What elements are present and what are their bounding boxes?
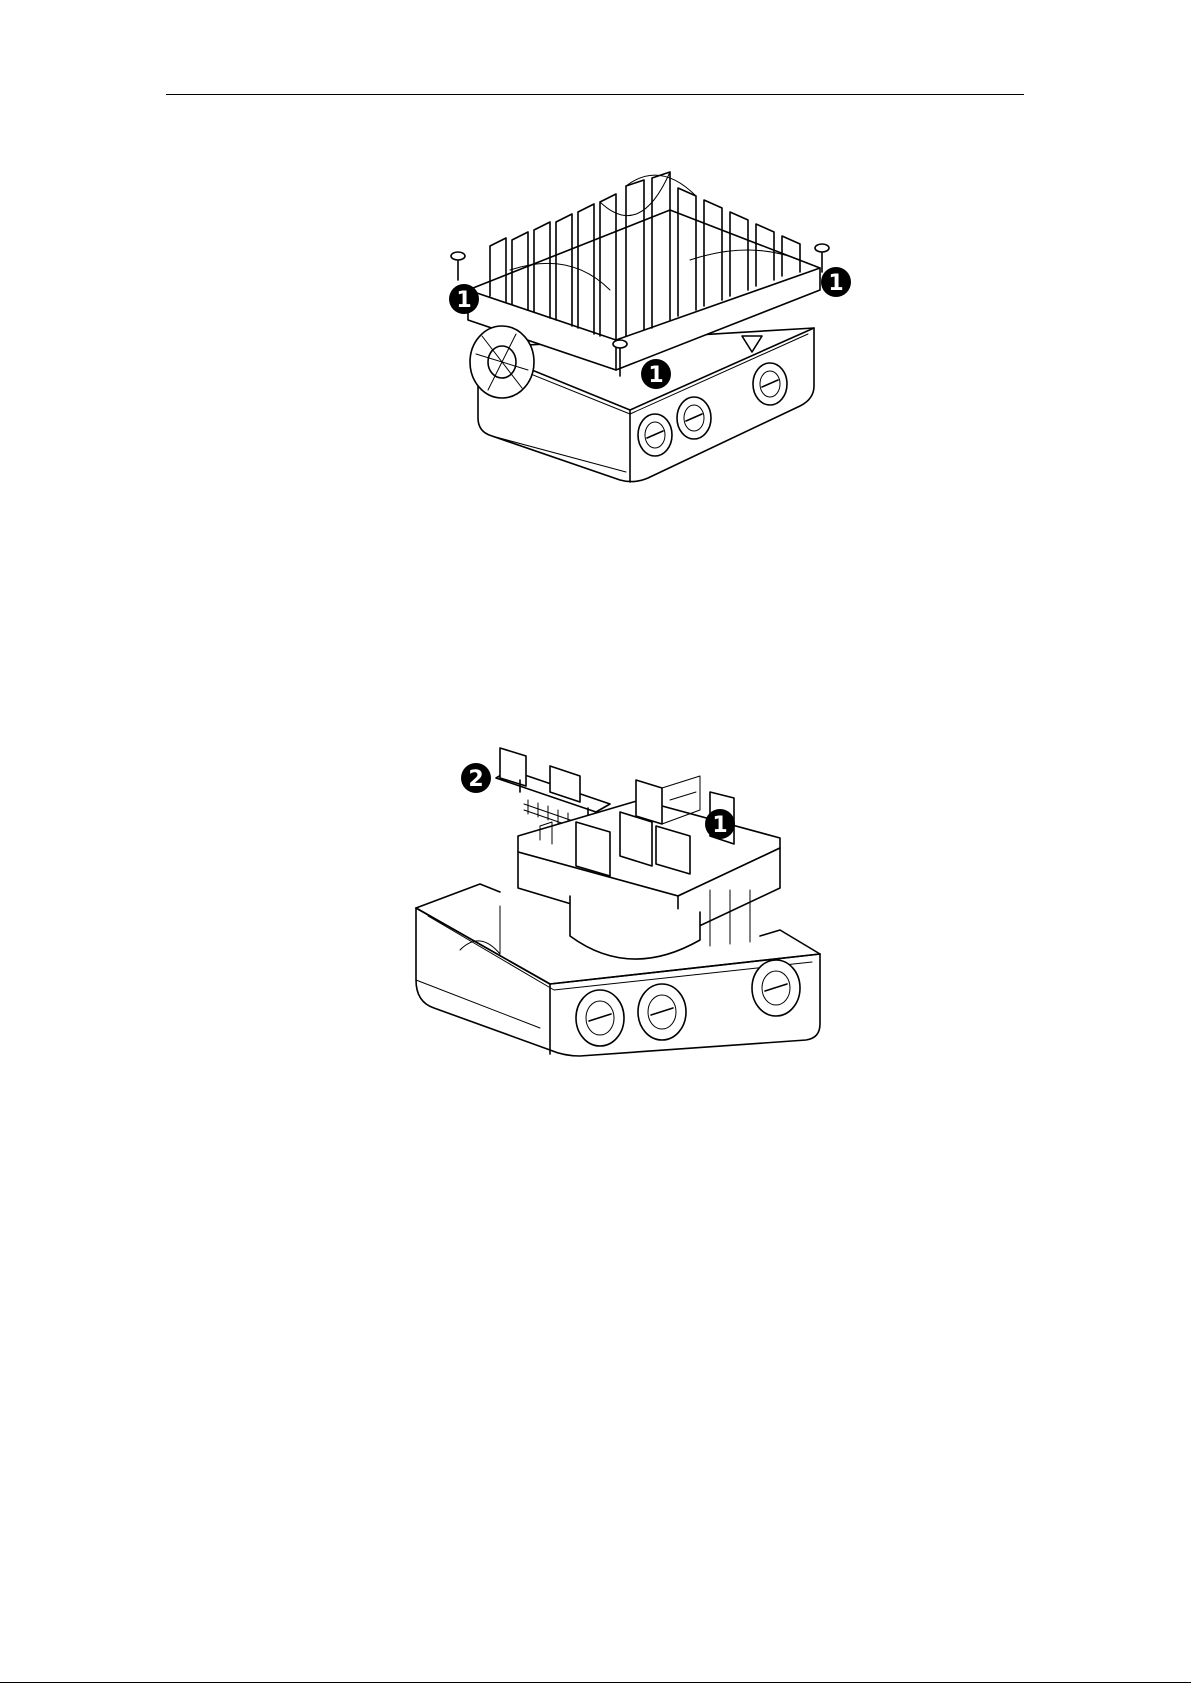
drive-housing-drawing: 1 1 1: [430, 150, 870, 530]
callout-marker-1-right: 1: [821, 267, 851, 297]
callout-marker-1-module: 1: [705, 809, 735, 839]
electronics-module-drawing: [518, 776, 780, 959]
footer-rule: [0, 1682, 1191, 1683]
header-rule: [166, 94, 1024, 95]
svg-text:1: 1: [456, 288, 471, 313]
fan-drawing: [470, 326, 534, 398]
figure-heatsink-cover-screws: 1 1 1: [430, 150, 870, 530]
svg-text:1: 1: [712, 813, 727, 838]
svg-text:1: 1: [648, 363, 663, 388]
svg-text:1: 1: [828, 271, 843, 296]
callout-marker-1-front: 1: [641, 359, 671, 389]
screw-left: [451, 252, 465, 280]
open-housing-drawing: 2 1: [400, 740, 900, 1150]
callout-marker-2-board: 2: [461, 763, 491, 793]
svg-text:2: 2: [468, 767, 483, 792]
callout-marker-1-left: 1: [449, 284, 479, 314]
figure-electronics-module-removal: 2 1: [400, 740, 900, 1150]
